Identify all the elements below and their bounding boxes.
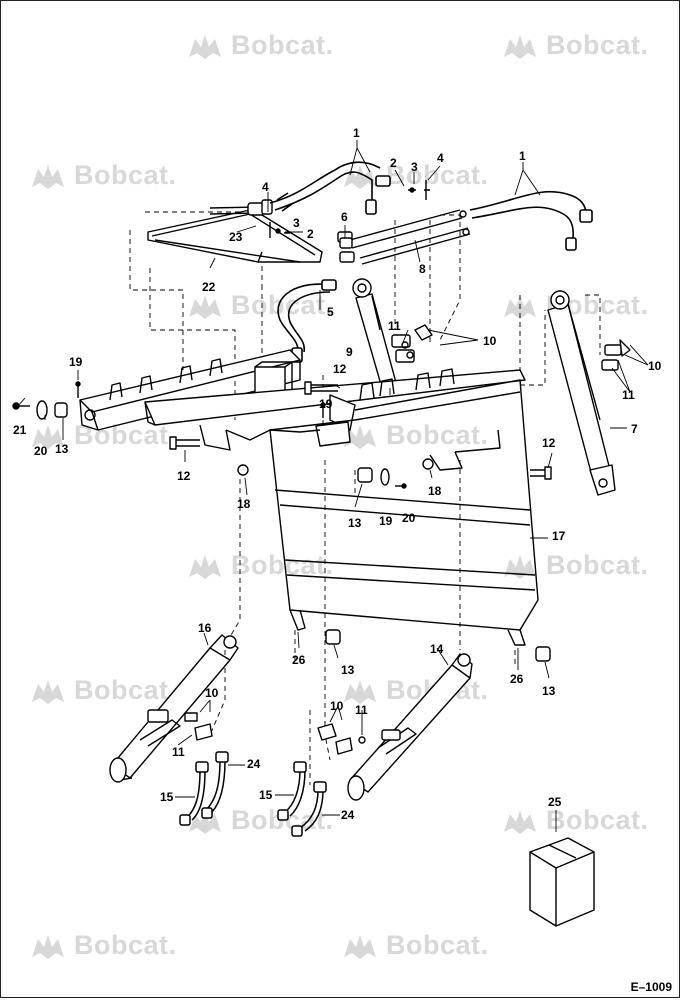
callout-label: 3: [411, 160, 418, 174]
callout-label: 19: [319, 397, 333, 411]
callout-label: 10: [205, 686, 219, 700]
watermark: Bobcat.: [500, 30, 649, 63]
watermark: Bobcat.: [340, 160, 489, 193]
watermark: Bobcat.: [500, 550, 649, 583]
callout-label: 10: [483, 334, 497, 348]
hydraulic-hose-1-left: [269, 161, 391, 215]
fasteners-left: [12, 381, 249, 476]
kit-box-25: [529, 837, 595, 927]
bobcat-logo-icon: [189, 554, 221, 579]
bobcat-logo-icon: [344, 164, 376, 189]
watermark: Bobcat.: [185, 30, 334, 63]
hydraulic-hose-5: [277, 279, 337, 363]
callout-label: 16: [198, 621, 212, 635]
bobcat-logo-icon: [189, 34, 221, 59]
bobcat-logo-icon: [32, 934, 64, 959]
watermark: Bobcat.: [185, 550, 334, 583]
callout-label: 14: [430, 642, 444, 656]
fittings-2-3-4: [269, 180, 430, 238]
callout-label: 24: [247, 757, 261, 771]
callout-label: 15: [160, 790, 174, 804]
bobcat-logo-icon: [32, 424, 64, 449]
callout-label: 1: [353, 126, 360, 140]
callout-label: 23: [229, 230, 243, 244]
watermark: Bobcat.: [28, 675, 177, 708]
callout-label: 2: [390, 156, 397, 170]
hose-bracket-22: [147, 199, 323, 263]
bobcat-logo-icon: [344, 424, 376, 449]
callout-label: 12: [177, 469, 191, 483]
callout-label: 11: [355, 703, 368, 717]
fittings-10-11-bottom: [194, 723, 366, 755]
frame-top-lugs: [359, 368, 455, 401]
hoses-15-24-left: [179, 751, 229, 826]
frame-main-17: [144, 369, 539, 646]
hydraulic-hose-1-right: [469, 190, 593, 251]
callout-label: 10: [330, 699, 344, 713]
callout-label: 18: [237, 497, 251, 511]
bobcat-logo-icon: [504, 809, 536, 834]
callout-label: 20: [34, 444, 48, 458]
bobcat-logo-icon: [344, 934, 376, 959]
tube-8: [337, 209, 471, 265]
callout-label: 3: [293, 216, 300, 230]
callout-label: 13: [348, 516, 362, 530]
callout-label: 1: [519, 149, 526, 163]
bobcat-logo-icon: [344, 679, 376, 704]
bobcat-logo-icon: [189, 294, 221, 319]
callout-label: 17: [552, 529, 566, 543]
bobcat-logo-icon: [504, 34, 536, 59]
diagram-code: E–1009: [630, 980, 672, 994]
cylinder-7: [547, 290, 631, 496]
callout-label: 2: [307, 227, 314, 241]
watermark: Bobcat.: [28, 160, 177, 193]
callout-label: 26: [292, 653, 306, 667]
bobcat-logo-icon: [32, 164, 64, 189]
cylinder-9: [352, 278, 415, 396]
callout-label: 4: [262, 180, 269, 194]
fasteners-center: [320, 402, 434, 489]
callout-label: 12: [542, 436, 556, 450]
callout-label: 9: [346, 345, 353, 359]
callout-label: 10: [648, 359, 662, 373]
callout-label: 13: [55, 442, 69, 456]
callout-label: 11: [172, 745, 185, 759]
callout-label: 22: [202, 280, 216, 294]
watermark: Bobcat.: [340, 930, 489, 963]
callout-label: 8: [419, 262, 426, 276]
callout-label: 11: [622, 388, 635, 402]
callout-label: 19: [379, 514, 393, 528]
callout-label: 18: [428, 484, 442, 498]
hoses-15-24-center: [277, 761, 327, 837]
cylinder-14: [347, 653, 473, 801]
leader-lines: [17, 140, 649, 832]
callout-label: 6: [341, 210, 348, 224]
callout-label: 13: [542, 684, 556, 698]
fitting-6: [339, 237, 353, 249]
bobcat-logo-icon: [32, 679, 64, 704]
callout-label: 11: [388, 319, 401, 333]
watermark: Bobcat.: [340, 420, 489, 453]
callout-label: 20: [402, 511, 416, 525]
callout-label: 13: [341, 663, 355, 677]
callout-label: 4: [437, 151, 444, 165]
callout-label: 5: [327, 305, 334, 319]
callout-label: 24: [341, 808, 355, 822]
watermark: Bobcat.: [500, 805, 649, 838]
callout-label: 26: [510, 672, 524, 686]
callout-label: 7: [631, 422, 638, 436]
bobcat-logo-icon: [189, 809, 221, 834]
bobcat-logo-icon: [504, 554, 536, 579]
callout-label: 12: [333, 362, 347, 376]
callout-label: 19: [69, 355, 83, 369]
watermark: Bobcat.: [185, 290, 334, 323]
callout-label: 21: [13, 423, 27, 437]
callout-label: 25: [548, 795, 562, 809]
watermark: Bobcat.: [28, 930, 177, 963]
cylinder-16: [109, 634, 239, 783]
callout-label: 15: [259, 788, 273, 802]
nuts-13-bottom: [325, 629, 551, 662]
